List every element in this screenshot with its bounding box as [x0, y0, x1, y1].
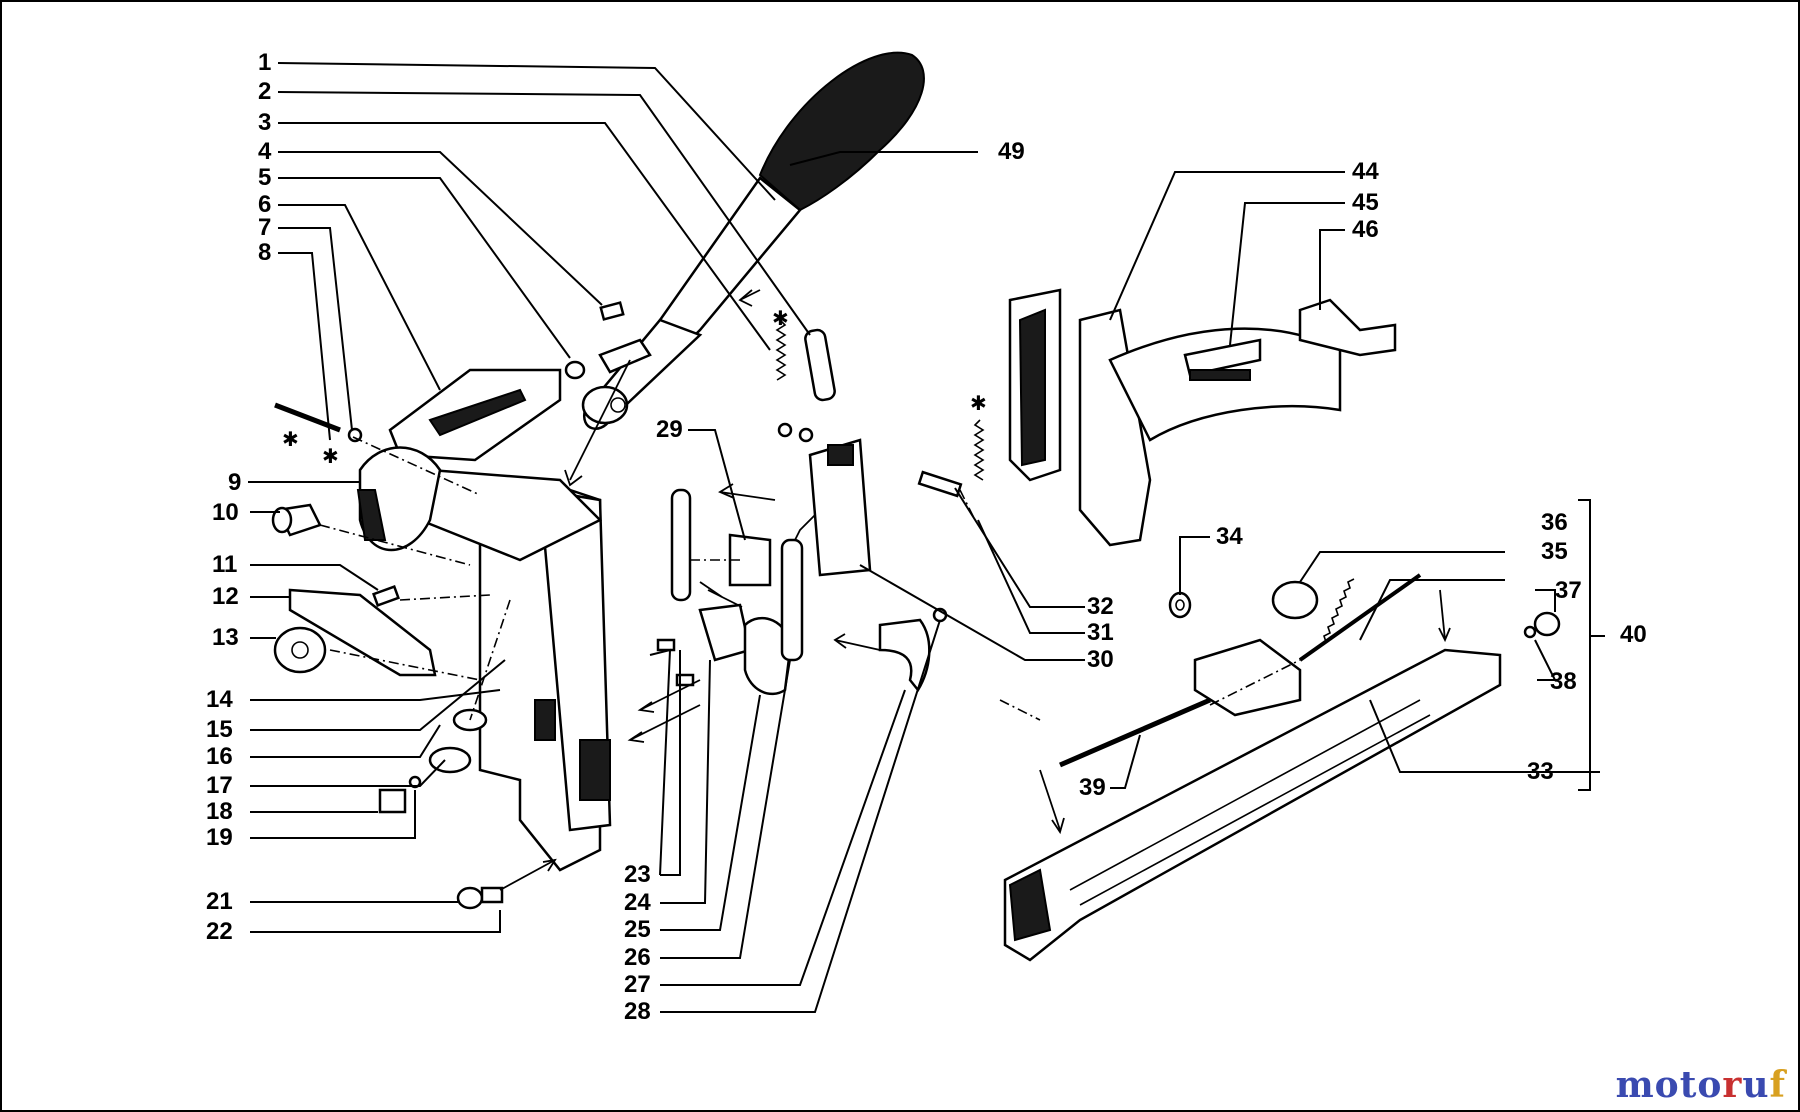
callout-22: 22 — [206, 918, 233, 945]
callout-32: 32 — [1087, 593, 1114, 620]
rod-part-39 — [1059, 697, 1211, 768]
callout-23: 23 — [624, 861, 651, 888]
callout-19: 19 — [206, 824, 233, 851]
washer-part-34 — [1168, 591, 1192, 619]
screw-part-21-22 — [456, 886, 504, 910]
callout-4: 4 — [258, 138, 272, 165]
callout-31: 31 — [1087, 619, 1114, 646]
links-part-24-29 — [656, 488, 804, 696]
callout-45: 45 — [1352, 189, 1379, 216]
svg-text:✱: ✱ — [772, 306, 789, 330]
plate-part-12 — [288, 588, 437, 677]
callout-15: 15 — [206, 716, 233, 743]
svg-text:✱: ✱ — [970, 391, 987, 415]
callout-36: 36 — [1541, 509, 1568, 536]
callout-8: 8 — [258, 239, 271, 266]
callout-38: 38 — [1550, 668, 1577, 695]
callout-30: 30 — [1087, 646, 1114, 673]
watermark-part-4: f — [1769, 1064, 1786, 1106]
callout-3: 3 — [258, 109, 271, 136]
slide-block-part-30 — [808, 438, 872, 577]
spring-and-link-part-2-3: ✱ — [772, 306, 836, 443]
callout-28: 28 — [624, 998, 651, 1025]
callout-35: 35 — [1541, 538, 1568, 565]
small-pin-part-11 — [372, 584, 400, 608]
watermark-part-3: u — [1742, 1064, 1770, 1106]
callout-44: 44 — [1352, 158, 1379, 185]
callout-27: 27 — [624, 971, 651, 998]
latch-part-27-28 — [878, 607, 948, 693]
main-body-housing-part — [418, 468, 612, 872]
callout-49: 49 — [998, 138, 1025, 165]
callout-9: 9 — [228, 469, 241, 496]
feed-block-part-35-36 — [1193, 573, 1422, 717]
knob-part-16-17 — [428, 708, 488, 774]
motoruf-watermark: motoruf — [1616, 1064, 1786, 1106]
watermark-part-2: r — [1722, 1064, 1743, 1106]
pin-spring-part-31-32: ✱ — [917, 391, 987, 498]
watermark-part-1: moto — [1615, 1064, 1723, 1106]
bolt-part-4-5 — [564, 301, 652, 380]
assembly-arrows — [499, 289, 1451, 891]
callout-29: 29 — [656, 416, 683, 443]
callout-26: 26 — [624, 944, 651, 971]
callout-16: 16 — [206, 743, 233, 770]
callout-37: 37 — [1555, 577, 1582, 604]
leader-lines — [248, 62, 1605, 1013]
magazine-rail-part-33 — [1003, 648, 1502, 962]
handle-lever-part — [581, 51, 925, 430]
disc-part-13 — [273, 626, 327, 674]
nut-part-18 — [378, 775, 422, 814]
callout-18: 18 — [206, 798, 233, 825]
callout-13: 13 — [212, 624, 239, 651]
callout-7: 7 — [258, 214, 271, 241]
callout-6: 6 — [258, 191, 271, 218]
callout-24: 24 — [624, 889, 651, 916]
callout-1: 1 — [258, 49, 271, 76]
callout-39: 39 — [1079, 774, 1106, 801]
callout-40: 40 — [1620, 621, 1647, 648]
callout-33: 33 — [1527, 758, 1554, 785]
guide-part-45 — [1183, 338, 1262, 381]
upper-frame-part-44 — [1008, 288, 1342, 547]
top-cap-part — [388, 368, 562, 462]
bushing-part-10 — [271, 503, 322, 537]
callout-numbers: 1 2 3 4 5 6 7 8 9 10 11 12 13 14 15 16 1… — [206, 49, 1647, 1025]
callout-12: 12 — [212, 583, 239, 610]
cap-part-37-38 — [1523, 611, 1561, 639]
callout-21: 21 — [206, 888, 233, 915]
callout-46: 46 — [1352, 216, 1379, 243]
callout-14: 14 — [206, 686, 233, 713]
callout-2: 2 — [258, 78, 271, 105]
callout-25: 25 — [624, 916, 651, 943]
svg-text:✱: ✱ — [282, 427, 299, 451]
callout-5: 5 — [258, 164, 271, 191]
callout-11: 11 — [212, 551, 237, 578]
hood-part — [356, 446, 442, 552]
svg-text:✱: ✱ — [322, 444, 339, 468]
callout-10: 10 — [212, 499, 239, 526]
callout-34: 34 — [1216, 523, 1243, 550]
callout-17: 17 — [206, 772, 233, 799]
bracket-part-46 — [1298, 298, 1397, 357]
